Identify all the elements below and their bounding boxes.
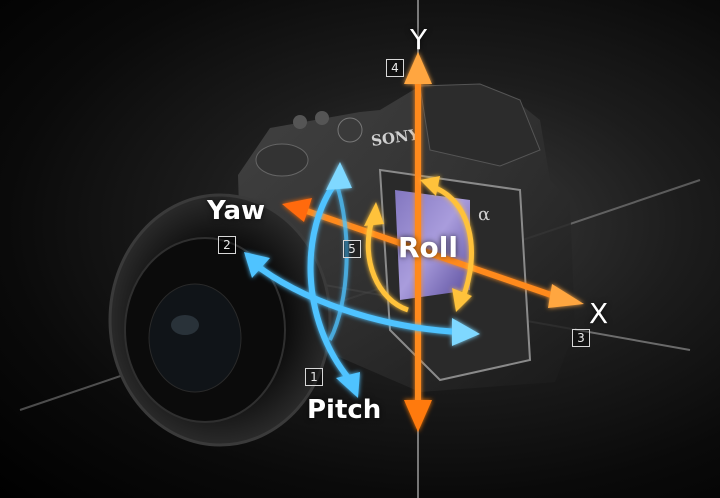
marker-5: 5 — [343, 240, 361, 258]
y-axis-label: Y — [410, 23, 428, 56]
pitch-label: Pitch — [307, 395, 382, 425]
marker-2: 2 — [218, 236, 236, 254]
x-axis-label: X — [589, 297, 609, 330]
pitch-rotation-arrow — [307, 162, 360, 398]
marker-1: 1 — [305, 368, 323, 386]
marker-4: 4 — [386, 59, 404, 77]
camera-lens — [108, 193, 332, 447]
x-axis-arrow — [282, 198, 584, 308]
marker-3: 3 — [572, 329, 590, 347]
yaw-rotation-arrow — [244, 252, 480, 346]
y-axis-arrow — [404, 52, 432, 432]
image-sensor — [395, 190, 470, 300]
alpha-mark: α — [478, 204, 490, 225]
yaw-label: Yaw — [207, 196, 266, 226]
roll-label: Roll — [398, 231, 458, 264]
roll-rotation-arrow — [364, 176, 474, 313]
